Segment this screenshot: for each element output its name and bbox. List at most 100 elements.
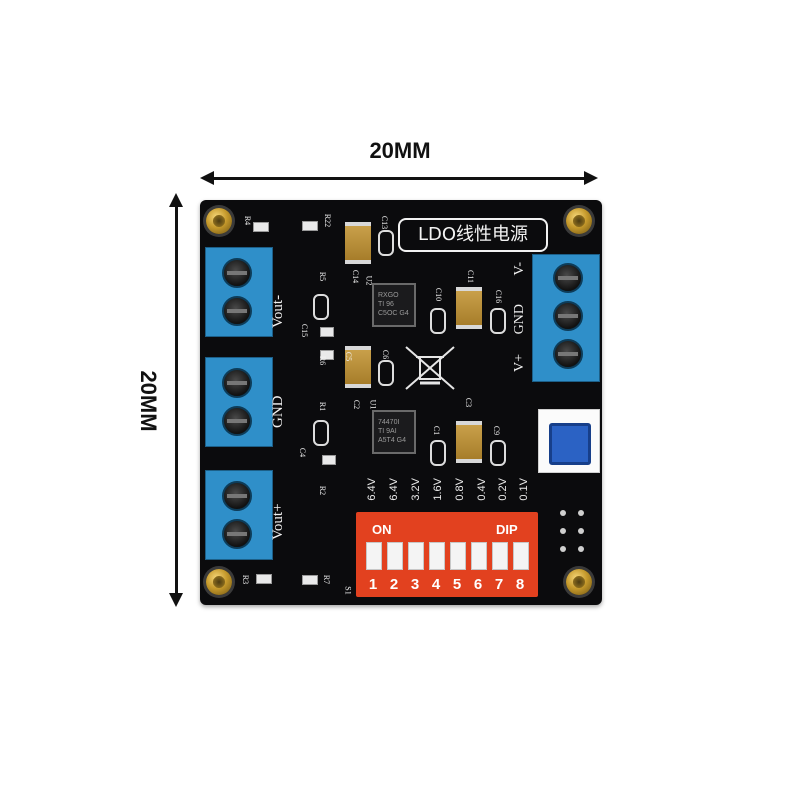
width-dimension-line xyxy=(206,177,594,180)
ref-designator: R4 xyxy=(243,215,253,226)
terminal-screw-icon xyxy=(222,258,252,288)
dip-toggle-8[interactable] xyxy=(513,542,529,570)
dip-number: 5 xyxy=(452,576,462,593)
label-v-minus: V- xyxy=(512,262,527,276)
mounting-screw-icon xyxy=(206,208,232,234)
terminal-screw-icon xyxy=(222,406,252,436)
label-v-plus: V+ xyxy=(512,354,527,373)
terminal-screw-icon xyxy=(222,296,252,326)
arrow-up-icon xyxy=(169,193,183,207)
arrow-down-icon xyxy=(169,593,183,607)
tantalum-capacitor xyxy=(456,287,482,329)
dip-on-label: ON xyxy=(372,522,392,537)
mounting-screw-icon xyxy=(566,569,592,595)
chip-marking: RXGO TI 96 C5OC G4 xyxy=(378,292,409,317)
label-input-gnd: GND xyxy=(512,304,527,335)
dip-voltage-label: 3.2V xyxy=(410,478,422,501)
label-gnd: GND xyxy=(270,395,286,429)
smd-resistor xyxy=(320,327,334,337)
capacitor-pad xyxy=(378,360,394,386)
ref-designator: R5 xyxy=(318,271,328,282)
ref-designator: R6 xyxy=(318,355,328,366)
capacitor-pad xyxy=(313,294,329,320)
ref-designator: U2 xyxy=(364,275,374,286)
height-dimension-line xyxy=(175,200,178,600)
ref-designator: C3 xyxy=(464,397,474,408)
terminal-screw-icon xyxy=(222,519,252,549)
board-title: LDO线性电源 xyxy=(398,218,548,252)
header-hole xyxy=(578,546,584,552)
ref-designator: R22 xyxy=(323,213,333,228)
ref-designator: R1 xyxy=(318,401,328,412)
dip-voltage-label: 0.8V xyxy=(454,478,466,501)
header-hole xyxy=(578,528,584,534)
terminal-screw-icon xyxy=(222,368,252,398)
header-hole xyxy=(560,510,566,516)
smd-resistor xyxy=(320,350,334,360)
capacitor-pad xyxy=(430,440,446,466)
header-hole xyxy=(578,510,584,516)
capacitor-pad xyxy=(490,308,506,334)
ref-designator: U1 xyxy=(368,399,378,410)
ref-designator: R2 xyxy=(318,485,328,496)
dip-voltage-label: 1.6V xyxy=(432,478,444,501)
ref-designator: S1 xyxy=(343,586,353,595)
terminal-screw-icon xyxy=(222,481,252,511)
capacitor-pad xyxy=(490,440,506,466)
dip-number: 6 xyxy=(473,576,483,593)
ref-designator: R3 xyxy=(241,574,251,585)
dip-number: 8 xyxy=(515,576,525,593)
smd-resistor xyxy=(256,574,272,584)
ref-designator: C1 xyxy=(432,425,442,436)
push-button[interactable] xyxy=(549,423,591,465)
label-vout-plus: Vout+ xyxy=(270,503,286,540)
dip-toggle-5[interactable] xyxy=(450,542,466,570)
tantalum-capacitor xyxy=(345,222,371,264)
dip-toggle-2[interactable] xyxy=(387,542,403,570)
ref-designator: R7 xyxy=(322,574,332,585)
dip-voltage-label: 0.1V xyxy=(518,478,530,501)
mounting-screw-icon xyxy=(566,208,592,234)
ref-designator: C6 xyxy=(381,349,391,360)
dip-toggle-3[interactable] xyxy=(408,542,424,570)
dip-toggle-4[interactable] xyxy=(429,542,445,570)
dip-voltage-label: 6.4V xyxy=(366,478,378,501)
arrow-left-icon xyxy=(200,171,214,185)
dip-voltage-label: 6.4V xyxy=(388,478,400,501)
weee-trash-icon xyxy=(405,346,455,390)
ref-designator: C16 xyxy=(494,289,504,304)
terminal-block-vout-minus[interactable] xyxy=(205,247,273,337)
terminal-block-gnd[interactable] xyxy=(205,357,273,447)
header-hole xyxy=(560,546,566,552)
smd-resistor xyxy=(253,222,269,232)
ref-designator: C15 xyxy=(300,323,310,338)
terminal-block-input[interactable] xyxy=(532,254,600,382)
height-dimension-label: 20MM xyxy=(136,370,161,432)
header-hole xyxy=(560,528,566,534)
dip-number: 4 xyxy=(431,576,441,593)
label-vout-minus: Vout- xyxy=(270,294,286,328)
ref-designator: C5 xyxy=(344,351,354,362)
ref-designator: C4 xyxy=(298,447,308,458)
dip-toggle-6[interactable] xyxy=(471,542,487,570)
dip-number: 7 xyxy=(494,576,504,593)
width-dimension-label: 20MM xyxy=(369,138,431,163)
dip-voltage-label: 0.4V xyxy=(476,478,488,501)
capacitor-pad xyxy=(378,230,394,256)
capacitor-pad xyxy=(430,308,446,334)
mounting-screw-icon xyxy=(206,569,232,595)
dip-toggle-7[interactable] xyxy=(492,542,508,570)
terminal-block-vout-plus[interactable] xyxy=(205,470,273,560)
terminal-screw-icon xyxy=(553,263,583,293)
ref-designator: C10 xyxy=(434,287,444,302)
dip-toggle-1[interactable] xyxy=(366,542,382,570)
regulator-chip: RXGO TI 96 C5OC G4 xyxy=(372,283,416,327)
smd-resistor xyxy=(302,575,318,585)
dip-number: 1 xyxy=(368,576,378,593)
tantalum-capacitor xyxy=(456,421,482,463)
ref-designator: C13 xyxy=(380,215,390,230)
smd-resistor xyxy=(302,221,318,231)
dip-voltage-label: 0.2V xyxy=(497,478,509,501)
dip-number: 2 xyxy=(389,576,399,593)
dip-brand-label: DIP xyxy=(496,522,518,537)
